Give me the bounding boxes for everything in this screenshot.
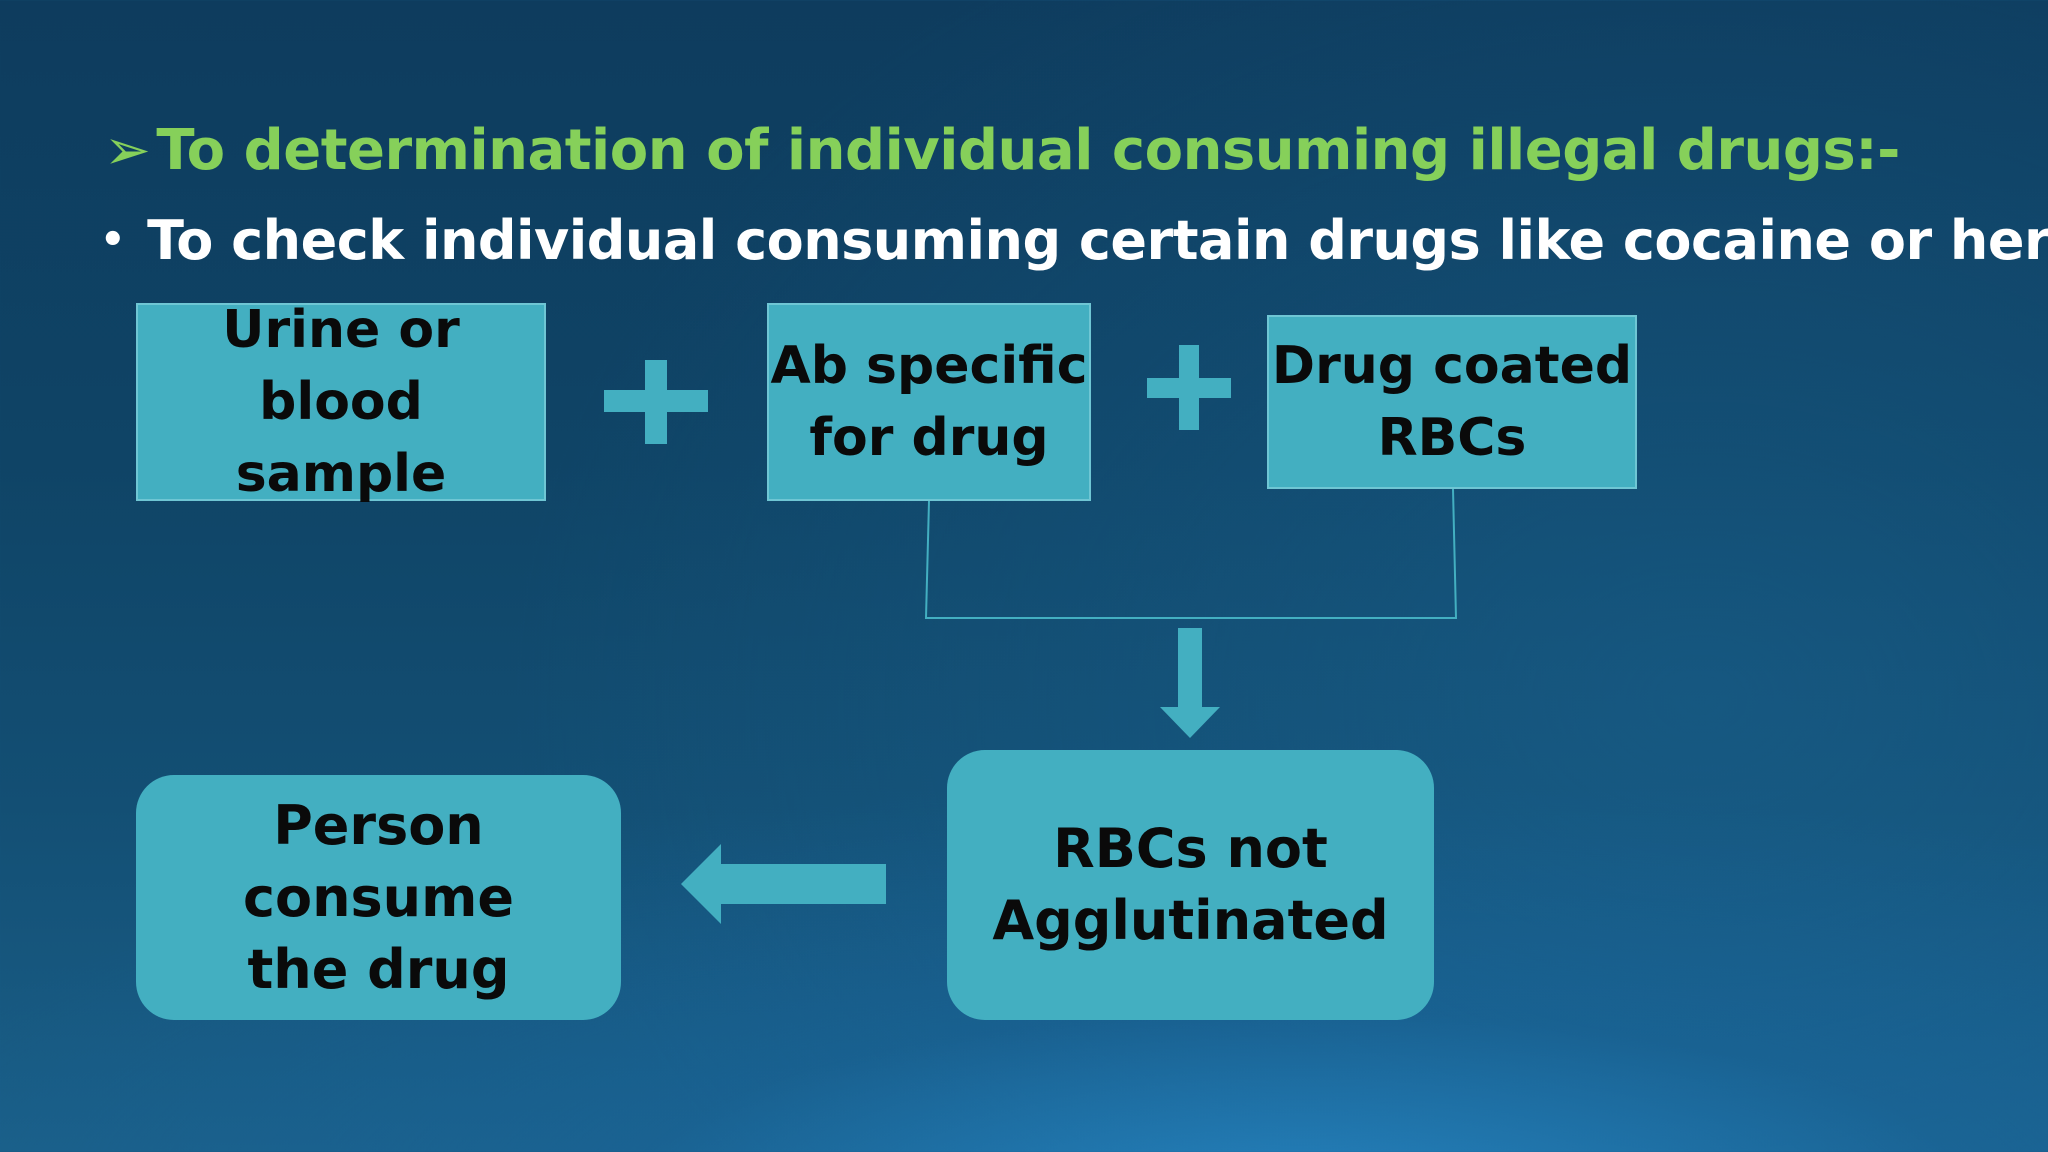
box-label-line: Drug coated: [1271, 336, 1633, 396]
urine-blood-sample-box: Urine or blood sample: [136, 300, 546, 504]
box-label-line: Urine or blood: [222, 300, 460, 432]
drug-coated-rbcs-box: Drug coated RBCs: [1267, 315, 1637, 489]
box-label-line: RBCs: [1377, 408, 1527, 468]
rbcs-not-agglutinated-box: RBCs not Agglutinated: [947, 750, 1434, 1020]
heading-text: To determination of individual consuming…: [156, 117, 1900, 183]
box-label-line: for drug: [809, 408, 1049, 468]
box-label-line: the drug: [247, 937, 510, 1001]
box-label-line: Person consume: [242, 793, 515, 929]
box-label-line: sample: [235, 444, 447, 504]
arrow-bullet-icon: ➢: [104, 117, 151, 183]
plus-icon-1: [604, 360, 708, 444]
bullet-dot-icon: •: [100, 217, 126, 263]
box-label-line: RBCs not: [1053, 817, 1328, 880]
box-label-line: Ab specific: [770, 336, 1088, 396]
box-label-line: Agglutinated: [992, 889, 1389, 952]
down-arrow-icon: [1160, 628, 1220, 738]
antibody-specific-box: Ab specific for drug: [767, 303, 1091, 501]
left-arrow-icon: [681, 844, 886, 924]
plus-icon-2: [1147, 345, 1231, 430]
slide-heading: ➢ To determination of individual consumi…: [104, 110, 1900, 190]
person-consumes-drug-box: Person consume the drug: [136, 775, 621, 1020]
bullet-point: • To check individual consuming certain …: [100, 200, 2048, 280]
bracket-connector: [924, 488, 1458, 619]
bullet-text: To check individual consuming certain dr…: [147, 208, 2048, 272]
